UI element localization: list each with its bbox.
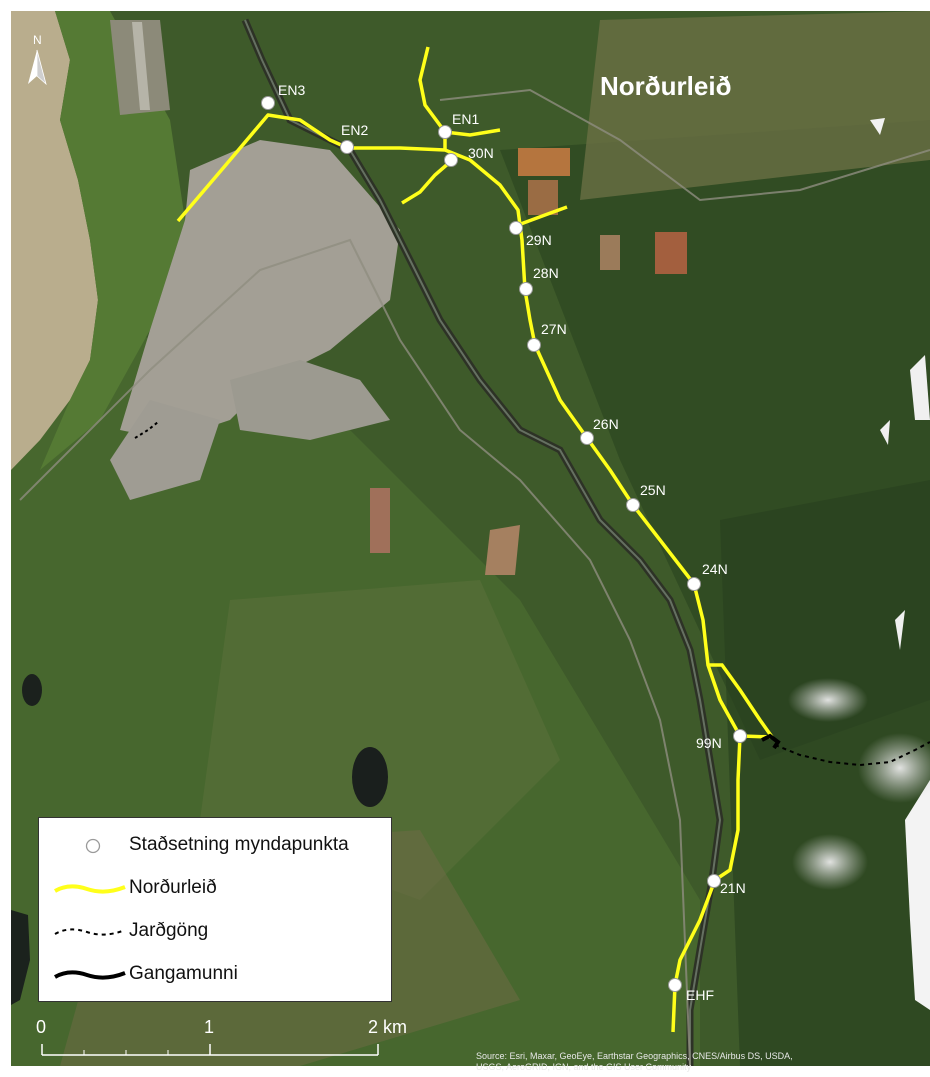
point-marker[interactable] — [261, 96, 275, 110]
point-marker[interactable] — [668, 978, 682, 992]
point-label-26n: 26N — [593, 416, 619, 432]
point-marker[interactable] — [707, 874, 721, 888]
point-label-en1: EN1 — [452, 111, 479, 127]
point-label-24n: 24N — [702, 561, 728, 577]
point-label-25n: 25N — [640, 482, 666, 498]
point-marker[interactable] — [580, 431, 594, 445]
point-label-99n: 99N — [696, 735, 722, 751]
dashed-line-icon — [54, 928, 126, 936]
legend-label-portal: Gangamunni — [129, 963, 238, 984]
map-title: Norðurleið — [600, 71, 731, 101]
attribution-line-1: Source: Esri, Maxar, GeoEye, Earthstar G… — [476, 1051, 793, 1061]
tunnel-portal-gangamunni — [761, 733, 781, 750]
map-legend: Staðsetning myndapunkta Norðurleið Jarðg… — [38, 817, 392, 1002]
point-marker[interactable] — [444, 153, 458, 167]
legend-label-points: Staðsetning myndapunkta — [129, 834, 349, 855]
legend-item-route: Norðurleið — [39, 871, 393, 905]
legend-label-tunnel: Jarðgöng — [129, 920, 209, 941]
point-label-en2: EN2 — [341, 122, 368, 138]
point-marker[interactable] — [438, 125, 452, 139]
point-marker[interactable] — [527, 338, 541, 352]
point-label-en3: EN3 — [278, 82, 305, 98]
point-label-29n: 29N — [526, 232, 552, 248]
scale-label-1: 1 — [204, 1017, 214, 1037]
point-marker[interactable] — [733, 729, 747, 743]
point-label-30n: 30N — [468, 145, 494, 161]
point-label-ehf: EHF — [686, 987, 714, 1003]
legend-item-points: Staðsetning myndapunkta — [39, 828, 393, 862]
point-label-28n: 28N — [533, 265, 559, 281]
legend-label-route: Norðurleið — [129, 877, 217, 898]
scale-label-2km: 2 km — [368, 1017, 407, 1037]
black-line-icon — [54, 970, 126, 980]
point-label-21n: 21N — [720, 880, 746, 896]
point-marker[interactable] — [340, 140, 354, 154]
attribution-line-2: USGS, AeroGRID, IGN, and the GIS User Co… — [476, 1062, 692, 1072]
attribution: Source: Esri, Maxar, GeoEye, Earthstar G… — [476, 1051, 793, 1072]
tunnel-jardgong — [134, 421, 930, 767]
legend-item-tunnel: Jarðgöng — [39, 914, 393, 948]
scale-bar: 0 1 2 km — [36, 1017, 407, 1056]
point-marker[interactable] — [626, 498, 640, 512]
point-label-27n: 27N — [541, 321, 567, 337]
scale-label-0: 0 — [36, 1017, 46, 1037]
yellow-line-icon — [54, 884, 126, 894]
north-label: N — [33, 33, 42, 47]
north-arrow-icon: N — [28, 33, 47, 86]
photo-points — [261, 96, 747, 992]
legend-item-portal: Gangamunni — [39, 957, 393, 991]
point-marker[interactable] — [687, 577, 701, 591]
point-marker[interactable] — [519, 282, 533, 296]
white-circle-icon — [85, 838, 101, 854]
point-marker[interactable] — [509, 221, 523, 235]
point-labels: EN3 EN2 EN1 30N 29N 28N 27N 26N 25N 24N … — [278, 82, 746, 1003]
